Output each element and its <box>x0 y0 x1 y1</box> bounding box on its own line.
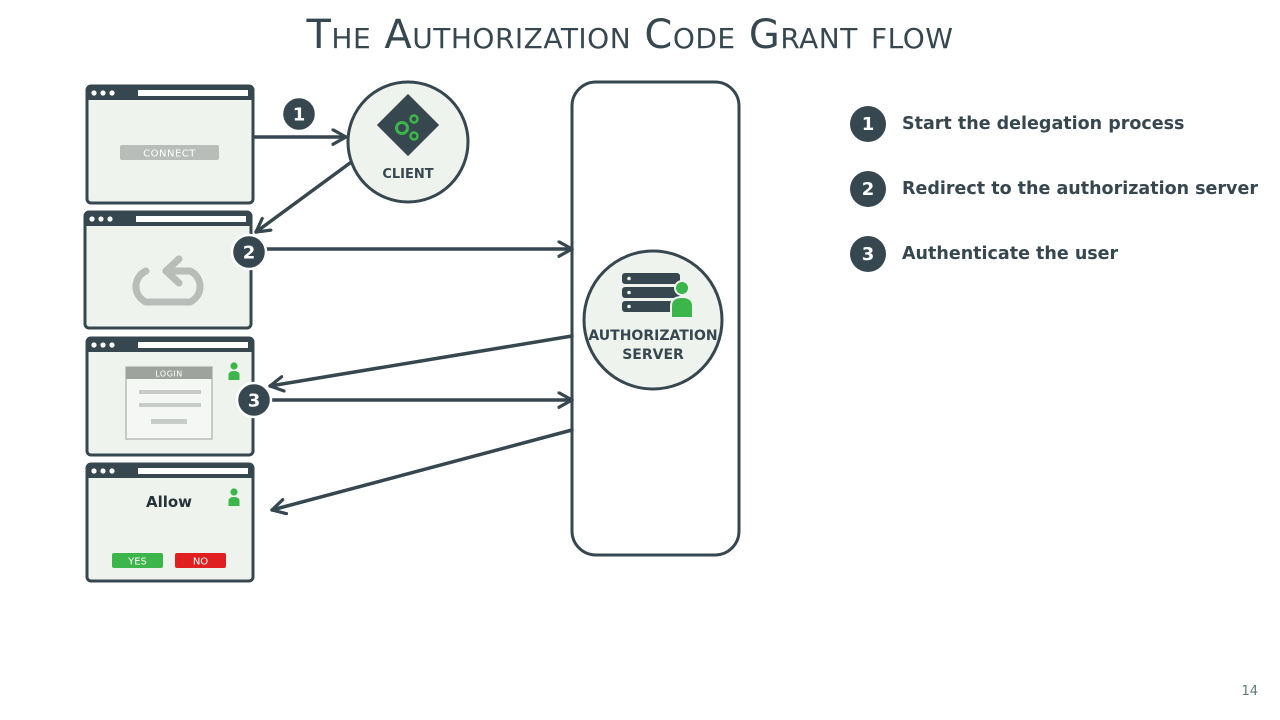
allow-title: Allow <box>146 493 192 511</box>
flow-arrows <box>252 137 574 510</box>
legend-text: Authenticate the user <box>902 244 1119 264</box>
legend-text: Start the delegation process <box>902 114 1185 134</box>
legend-number: 1 <box>850 106 886 142</box>
step-badge-3: 3 <box>235 381 273 419</box>
legend-number: 2 <box>850 171 886 207</box>
server-icon <box>622 273 680 312</box>
slide-title: The Authorization Code Grant flow <box>306 12 954 58</box>
user-icon <box>670 280 694 319</box>
step-badge-2-number: 2 <box>243 243 256 264</box>
connect-button-label: CONNECT <box>143 149 196 160</box>
legend-item: 1 Start the delegation process <box>850 106 1250 142</box>
browser-window-consent: Allow YES NO <box>85 462 255 583</box>
legend-item: 2 Redirect to the authorization server <box>850 171 1258 207</box>
browser-window-connect: CONNECT <box>85 84 255 205</box>
no-button[interactable] <box>175 553 226 568</box>
yes-button[interactable] <box>112 553 163 568</box>
yes-button-label: YES <box>127 557 147 568</box>
redirect-icon <box>132 255 204 306</box>
authorization-server-label-line2: SERVER <box>622 347 684 363</box>
step-badge-3-number: 3 <box>248 391 261 412</box>
steps-legend: 1 Start the delegation process 2 Redirec… <box>850 106 1258 301</box>
authorization-server-node: AUTHORIZATION SERVER <box>582 249 724 391</box>
arrow-server-to-consent <box>270 428 574 510</box>
step-badge-1: 1 <box>280 95 318 133</box>
connect-button[interactable] <box>120 145 219 160</box>
browser-window-login: LOGIN <box>85 336 255 457</box>
client-node: CLIENT <box>346 80 470 204</box>
login-header: LOGIN <box>155 370 183 379</box>
legend-text: Redirect to the authorization server <box>902 179 1258 199</box>
legend-number: 3 <box>850 236 886 272</box>
legend-item: 3 Authenticate the user <box>850 236 1250 272</box>
step-badge-1-number: 1 <box>293 105 306 126</box>
authorization-server-label-line1: AUTHORIZATION <box>588 328 717 344</box>
login-form: LOGIN <box>125 366 213 440</box>
page-number: 14 <box>1241 684 1258 699</box>
arrow-server-to-login <box>268 334 574 386</box>
step-badge-2: 2 <box>230 233 268 271</box>
arrow-client-to-browser <box>254 161 352 234</box>
client-label: CLIENT <box>382 167 433 182</box>
no-button-label: NO <box>193 557 208 568</box>
user-icon <box>228 488 240 506</box>
user-icon <box>228 362 240 380</box>
browser-window-redirect <box>83 210 253 330</box>
